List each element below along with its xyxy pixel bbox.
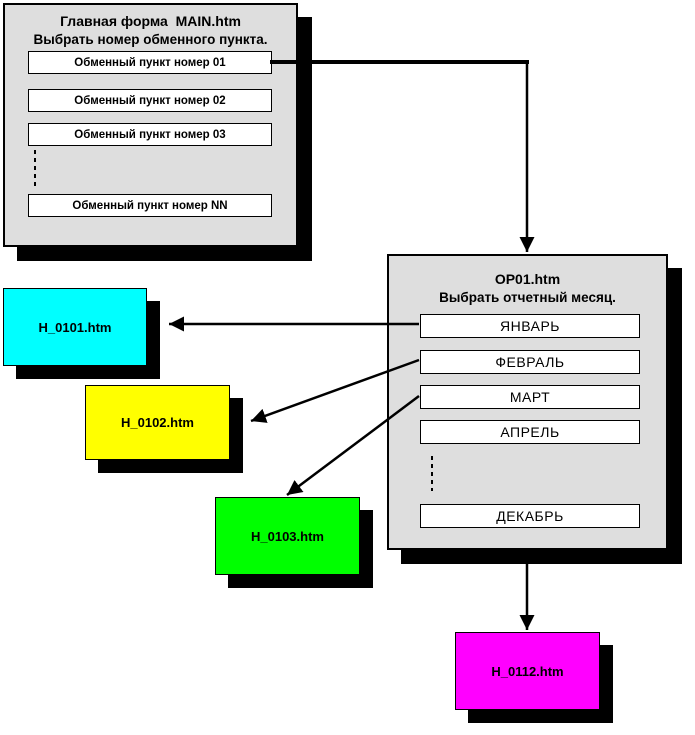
page-h0101: H_0101.htm [3,288,147,366]
exchange-point-03-button[interactable]: Обменный пункт номер 03 [28,123,272,146]
op01-form-window: OP01.htm Выбрать отчетный месяц. ЯНВАРЬ … [387,254,668,550]
page-h0112: H_0112.htm [455,632,600,710]
op01-form-subtitle: Выбрать отчетный месяц. [439,290,616,305]
page-h0102: H_0102.htm [85,385,230,460]
main-form-subtitle: Выбрать номер обменного пункта. [33,32,268,47]
month-december-button[interactable]: ДЕКАБРЬ [420,504,640,528]
month-february-button[interactable]: ФЕВРАЛЬ [420,350,640,374]
exchange-point-nn-button[interactable]: Обменный пункт номер NN [28,194,272,217]
exchange-point-01-button[interactable]: Обменный пункт номер 01 [28,51,272,74]
main-form-title: Главная форма MAIN.htm [60,13,241,29]
month-january-button[interactable]: ЯНВАРЬ [420,314,640,338]
main-form-window: Главная форма MAIN.htm Выбрать номер обм… [3,3,298,247]
op01-form-title: OP01.htm [494,271,561,287]
month-march-button[interactable]: МАРТ [420,385,640,409]
page-h0103: H_0103.htm [215,497,360,575]
month-april-button[interactable]: АПРЕЛЬ [420,420,640,444]
exchange-point-02-button[interactable]: Обменный пункт номер 02 [28,89,272,112]
